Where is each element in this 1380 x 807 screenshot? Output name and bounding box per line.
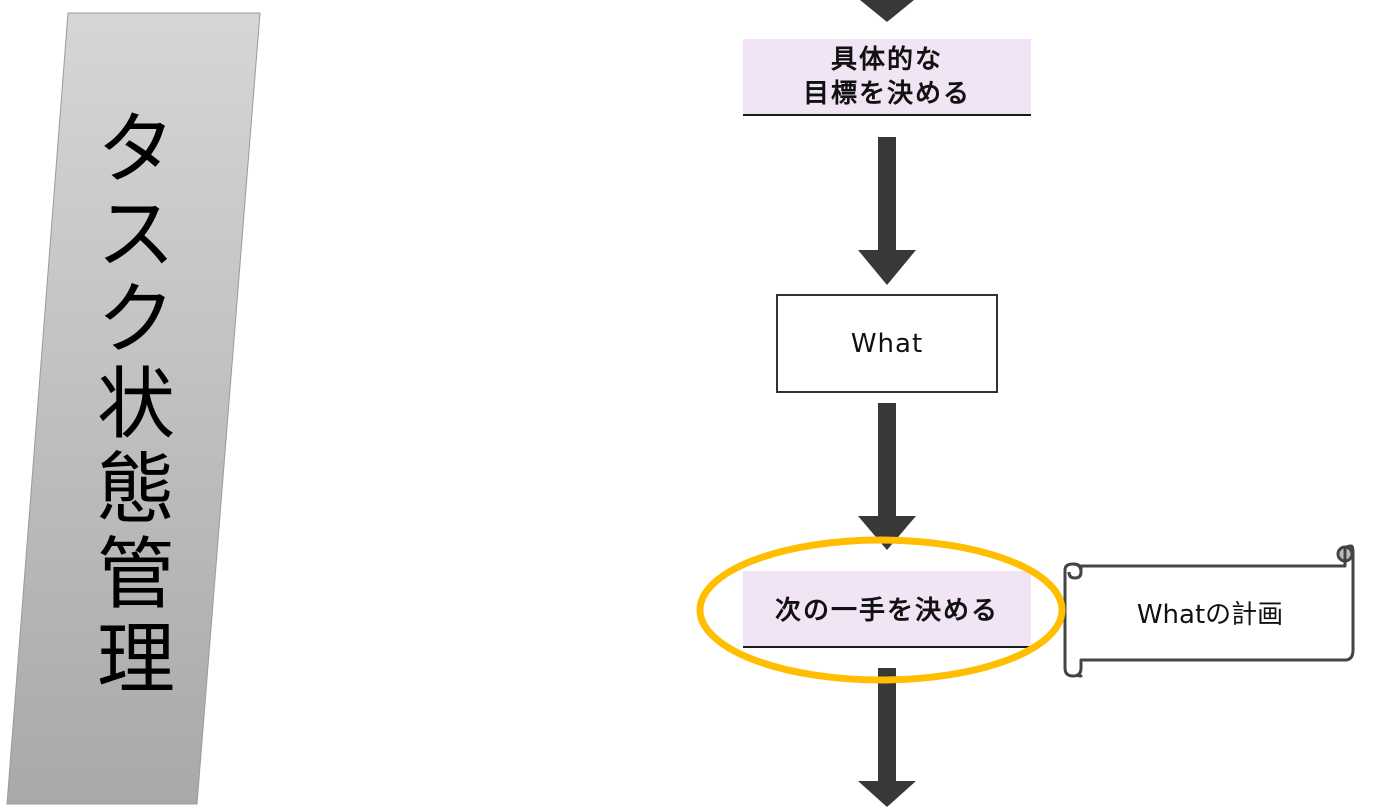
what-label: What xyxy=(850,328,924,359)
banner-char: 態 xyxy=(96,445,175,535)
arrow-what-to-next xyxy=(858,403,916,550)
arrow-top xyxy=(860,0,914,22)
goal-line-2: 目標を決める xyxy=(802,78,971,109)
goal-line-1: 具体的な xyxy=(830,44,943,75)
scroll-label: Whatの計画 xyxy=(1136,599,1284,630)
banner-title: タ ス ク 状 態 管 理 xyxy=(88,108,184,703)
next-step-node: 次の一手を決める xyxy=(743,571,1031,648)
banner-char: タ xyxy=(96,105,175,195)
arrow-goal-to-what xyxy=(858,137,916,285)
banner-char: 理 xyxy=(96,615,175,705)
arrow-next-down xyxy=(858,668,916,807)
what-node: What xyxy=(776,294,998,393)
banner-char: 管 xyxy=(96,530,175,620)
next-step-label: 次の一手を決める xyxy=(774,596,999,626)
banner-shape xyxy=(6,12,261,805)
banner-char: ク xyxy=(96,275,175,365)
banner-char: 状 xyxy=(96,360,175,450)
goal-node: 具体的な 目標を決める xyxy=(743,39,1031,116)
scroll-shape xyxy=(1063,544,1355,678)
banner-char: ス xyxy=(96,190,175,280)
